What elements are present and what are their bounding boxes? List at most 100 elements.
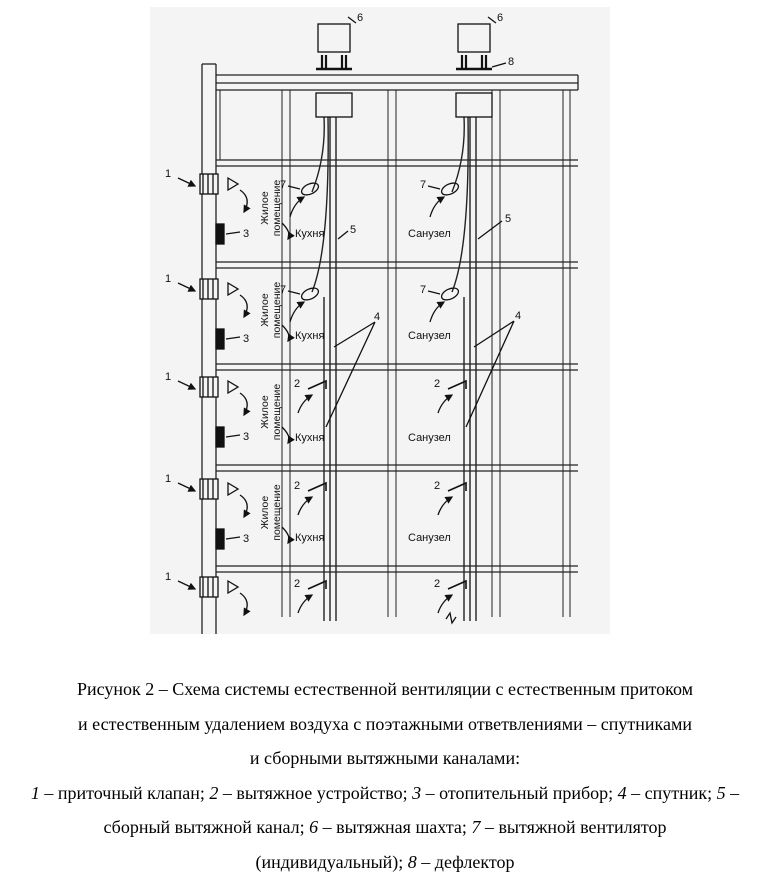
branch-duct [451,116,465,193]
room-label-bathroom: Санузел [408,228,451,240]
callout-leader [465,320,515,428]
figure-caption: Рисунок 2 – Схема системы естественной в… [10,672,760,879]
legend-text: – отопительный прибор; [421,782,618,803]
callout-2: 2 [434,480,440,492]
supply-valve-icon [227,281,240,297]
callout-2: 2 [434,578,440,590]
callout-leader [491,62,507,68]
air-flow-arrow [281,222,295,241]
legend-num: 1 [30,782,40,803]
supply-arrow [177,177,197,187]
heater-device [215,223,225,245]
exhaust-fan [440,287,460,301]
branch-duct [311,116,325,193]
callout-2: 2 [294,378,300,390]
callout-6: 6 [357,12,363,24]
air-flow-arrow [239,392,251,417]
callout-leader [427,290,441,295]
legend-text: – вытяжное устройство; [218,782,413,803]
exhaust-grille [307,379,327,390]
callout-leader [427,185,441,190]
legend-text: – вытяжная шахта; [318,817,472,837]
callout-leader [225,231,241,235]
exhaust-flow-arrow [297,394,314,414]
exhaust-flow-arrow [289,196,306,218]
callout-leader [347,16,357,24]
legend-text: – вытяжной вентилятор (индивидуальный); [255,817,667,872]
supply-valve-icon [227,379,240,395]
callout-5: 5 [350,224,356,236]
callout-4: 4 [374,311,380,323]
exhaust-grille [447,379,467,390]
air-flow-arrow [239,592,251,617]
callout-leader [225,434,241,438]
callout-6: 6 [497,12,503,24]
callout-5: 5 [505,213,511,225]
legend-num: 7 [471,817,481,837]
collector-box [315,92,353,118]
callout-1: 1 [165,273,171,285]
callout-leader [487,16,497,24]
air-flow-arrow [239,189,251,214]
room-label-living: Жилое [259,293,271,327]
supply-arrow [177,282,197,292]
air-flow-arrow [281,324,295,343]
callout-3: 3 [243,333,249,345]
exhaust-flow-arrow [289,301,306,323]
building-skeleton [201,63,579,634]
legend-text: – приточный клапан; [39,782,210,803]
heater-device [215,426,225,448]
exhaust-fan [300,287,320,301]
legend-num: 4 [617,782,627,803]
room-label-kitchen: Кухня [295,532,324,544]
callout-3: 3 [243,533,249,545]
air-flow-arrow [239,294,251,319]
callout-7: 7 [420,284,426,296]
callout-1: 1 [165,371,171,383]
exhaust-flow-arrow [297,594,314,614]
room-label-kitchen: Кухня [295,228,324,240]
diagram-details [177,16,515,625]
callout-2: 2 [434,378,440,390]
callout-2: 2 [294,480,300,492]
room-label-living: помещение [271,484,283,541]
exhaust-flow-arrow [437,394,454,414]
caption-line-2: и естественным удалением воздуха с поэта… [78,713,692,734]
supply-arrow [177,482,197,492]
exhaust-fan [300,182,320,196]
callout-leader [287,290,301,295]
room-label-kitchen: Кухня [295,432,324,444]
branch-duct [451,116,469,293]
exhaust-ducts [311,116,477,621]
exhaust-fan [440,182,460,196]
callout-2: 2 [294,578,300,590]
room-label-living: помещение [271,384,283,441]
legend-num: 3 [412,782,422,803]
supply-valve-icon [227,176,240,192]
callout-leader [325,321,376,428]
supply-arrow [177,580,197,590]
room-label-bathroom: Санузел [408,532,451,544]
exhaust-grille [307,579,327,590]
exhaust-grille [447,481,467,492]
room-label-living: Жилое [259,395,271,429]
exhaust-flow-arrow [437,496,454,516]
callout-leader [287,185,301,190]
exhaust-flow-arrow [429,196,446,218]
callout-leader [225,336,241,340]
heater-device [215,528,225,550]
room-label-kitchen: Кухня [295,330,324,342]
exhaust-shaft [317,23,351,53]
deflector-legs [320,55,348,69]
exhaust-flow-arrow [429,301,446,323]
room-label-living: Жилое [259,496,271,530]
room-label-living: помещение [271,282,283,339]
callout-1: 1 [165,571,171,583]
callout-4: 4 [515,310,521,322]
exhaust-grille [307,481,327,492]
caption-line-3: и сборными вытяжными каналами: [249,748,521,768]
callout-leader [477,220,503,240]
